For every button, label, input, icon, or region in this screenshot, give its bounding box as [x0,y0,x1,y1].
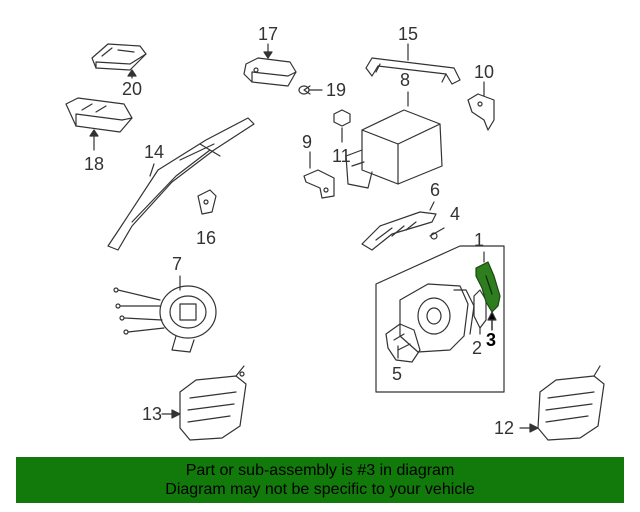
callout-7[interactable]: 7 [172,254,182,274]
callout-13[interactable]: 13 [142,404,162,424]
callout-14[interactable]: 14 [144,142,164,162]
callout-19[interactable]: 19 [326,80,346,100]
callout-8[interactable]: 8 [400,70,410,90]
arrow-20 [127,69,137,77]
diagram-canvas: 20 18 17 19 15 10 8 [65,24,605,441]
callout-2[interactable]: 2 [472,338,482,358]
callout-17[interactable]: 17 [258,24,278,44]
part-6-trim-cover[interactable] [361,211,437,251]
arrow-13 [171,409,181,419]
part-11-nut[interactable] [333,109,351,127]
callout-5[interactable]: 5 [392,364,402,384]
part-20-sensor-module[interactable] [91,43,147,71]
banner-line-2: Diagram may not be specific to your vehi… [165,481,475,498]
part-8-passenger-airbag[interactable] [345,109,443,189]
part-13-side-airbag[interactable] [179,365,247,441]
arrow-18 [89,129,99,137]
part-7-clock-spring[interactable] [113,285,217,353]
part-4-bolt[interactable] [429,227,445,240]
callout-18[interactable]: 18 [84,154,104,174]
callout-6[interactable]: 6 [430,180,440,200]
part-2-bolt[interactable] [473,289,487,335]
callout-1[interactable]: 1 [474,230,484,250]
leader-14 [149,163,155,177]
part-3-highlighted[interactable] [475,261,501,313]
callout-4[interactable]: 4 [450,204,460,224]
part-10-bracket[interactable] [467,93,495,131]
callout-10[interactable]: 10 [474,62,494,82]
callout-3[interactable]: 3 [486,330,496,350]
part-17-impact-sensor[interactable] [243,57,297,87]
part-1-driver-airbag[interactable] [399,283,475,353]
part-18-control-module[interactable] [65,97,133,133]
part-15-bracket[interactable] [365,57,461,85]
arrow-17 [263,51,273,59]
part-16-clip[interactable] [197,189,217,215]
callout-9[interactable]: 9 [302,132,312,152]
part-5-switch[interactable] [385,323,421,363]
arrow-19 [303,85,311,95]
info-banner: Part or sub-assembly is #3 in diagram Di… [16,457,624,503]
callout-15[interactable]: 15 [398,24,418,44]
part-1-assembly-box [375,245,505,393]
arrow-3 [487,311,497,321]
part-19-screw[interactable] [298,85,323,95]
part-9-bracket[interactable] [303,169,335,199]
callout-12[interactable]: 12 [494,418,514,438]
banner-line-1: Part or sub-assembly is #3 in diagram [185,462,455,479]
callout-20[interactable]: 20 [122,79,142,99]
arrow-12 [529,423,539,433]
callout-11[interactable]: 11 [332,146,351,166]
leader-6 [429,201,435,211]
part-12-side-airbag[interactable] [537,365,605,441]
part-14-curtain-airbag[interactable] [107,117,255,251]
callout-16[interactable]: 16 [196,228,216,248]
